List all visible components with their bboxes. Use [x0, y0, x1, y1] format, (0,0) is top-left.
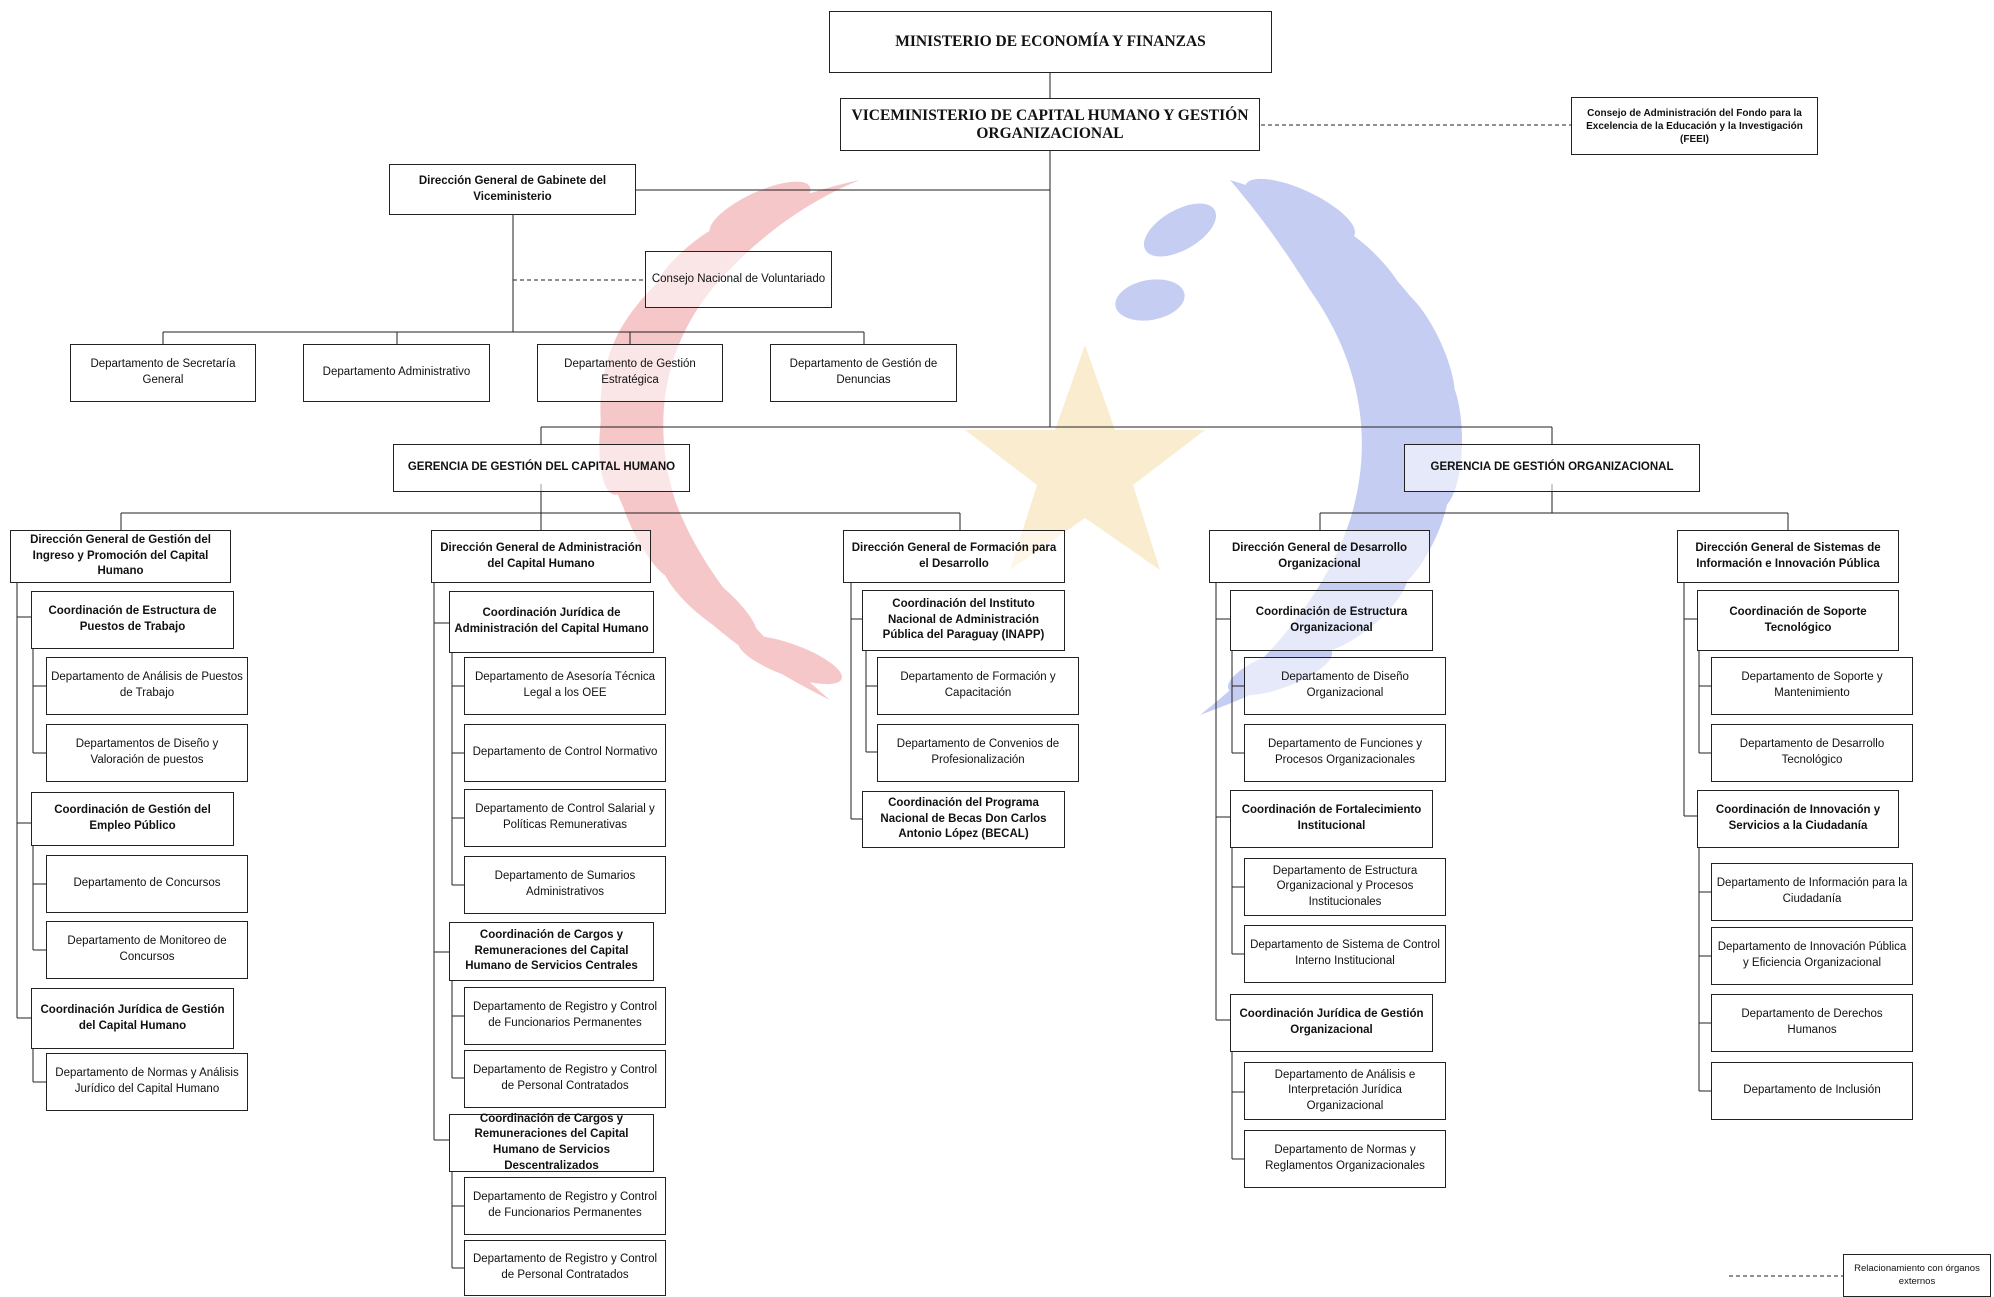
node-coord-soporte-tecnologico: Coordinación de Soporte Tecnológico [1697, 590, 1899, 651]
node-depto-registro-funcionarios-descentralizados: Departamento de Registro y Control de Fu… [464, 1177, 666, 1235]
node-depto-monitoreo-concursos: Departamento de Monitoreo de Concursos [46, 921, 248, 979]
node-depto-estructura-procesos-institucionales: Departamento de Estructura Organizaciona… [1244, 858, 1446, 916]
node-coord-estructura-puestos: Coordinación de Estructura de Puestos de… [31, 591, 234, 649]
node-depto-registro-contratados-descentralizados: Departamento de Registro y Control de Pe… [464, 1240, 666, 1296]
node-depto-sumarios: Departamento de Sumarios Administrativos [464, 856, 666, 914]
node-depto-denuncias: Departamento de Gestión de Denuncias [770, 344, 957, 402]
node-depto-gestion-estrategica: Departamento de Gestión Estratégica [537, 344, 723, 402]
node-coord-juridica-administracion: Coordinación Jurídica de Administración … [449, 591, 654, 653]
node-coord-juridica-capital-humano: Coordinación Jurídica de Gestión del Cap… [31, 988, 234, 1049]
node-dg-administracion-capital-humano: Dirección General de Administración del … [431, 530, 651, 583]
node-coord-fortalecimiento-institucional: Coordinación de Fortalecimiento Instituc… [1230, 790, 1433, 848]
node-coord-empleo-publico: Coordinación de Gestión del Empleo Públi… [31, 792, 234, 846]
node-depto-registro-funcionarios-centrales: Departamento de Registro y Control de Fu… [464, 987, 666, 1045]
node-depto-derechos-humanos: Departamento de Derechos Humanos [1711, 994, 1913, 1052]
node-depto-control-interno: Departamento de Sistema de Control Inter… [1244, 925, 1446, 983]
node-depto-desarrollo-tecnologico: Departamento de Desarrollo Tecnológico [1711, 724, 1913, 782]
node-depto-soporte-mantenimiento: Departamento de Soporte y Mantenimiento [1711, 657, 1913, 715]
node-depto-control-normativo: Departamento de Control Normativo [464, 724, 666, 782]
node-coord-becal: Coordinación del Programa Nacional de Be… [862, 791, 1065, 848]
node-depto-diseno-valoracion: Departamentos de Diseño y Valoración de … [46, 724, 248, 782]
node-viceministerio: VICEMINISTERIO DE CAPITAL HUMANO Y GESTI… [840, 98, 1260, 151]
legend-external-relations: Relacionamiento con órganos externos [1843, 1254, 1991, 1297]
node-depto-diseno-organizacional: Departamento de Diseño Organizacional [1244, 657, 1446, 715]
node-dg-ingreso-promocion: Dirección General de Gestión del Ingreso… [10, 530, 231, 583]
node-depto-concursos: Departamento de Concursos [46, 855, 248, 913]
node-depto-innovacion-publica: Departamento de Innovación Pública y Efi… [1711, 927, 1913, 985]
node-direccion-gabinete: Dirección General de Gabinete del Vicemi… [389, 164, 636, 215]
node-depto-normas-reglamentos: Departamento de Normas y Reglamentos Org… [1244, 1130, 1446, 1188]
node-coord-innovacion-ciudadania: Coordinación de Innovación y Servicios a… [1697, 790, 1899, 848]
watermark-star [965, 345, 1205, 570]
node-depto-control-salarial: Departamento de Control Salarial y Polít… [464, 789, 666, 847]
node-coord-juridica-organizacional: Coordinación Jurídica de Gestión Organiz… [1230, 994, 1433, 1052]
node-gerencia-capital-humano: GERENCIA DE GESTIÓN DEL CAPITAL HUMANO [393, 444, 690, 492]
node-depto-secretaria: Departamento de Secretaría General [70, 344, 256, 402]
node-coord-estructura-organizacional: Coordinación de Estructura Organizaciona… [1230, 590, 1433, 651]
node-depto-informacion-ciudadania: Departamento de Información para la Ciud… [1711, 863, 1913, 921]
node-depto-registro-contratados-centrales: Departamento de Registro y Control de Pe… [464, 1050, 666, 1108]
node-dg-sistemas-innovacion: Dirección General de Sistemas de Informa… [1677, 530, 1899, 583]
node-consejo-voluntariado: Consejo Nacional de Voluntariado [645, 251, 832, 308]
node-depto-asesoria-tecnica: Departamento de Asesoría Técnica Legal a… [464, 657, 666, 715]
node-consejo-feei: Consejo de Administración del Fondo para… [1571, 97, 1818, 155]
node-coord-inapp: Coordinación del Instituto Nacional de A… [862, 590, 1065, 651]
node-coord-cargos-centrales: Coordinación de Cargos y Remuneraciones … [449, 922, 654, 981]
node-depto-administrativo: Departamento Administrativo [303, 344, 490, 402]
node-depto-analisis-puestos: Departamento de Análisis de Puestos de T… [46, 657, 248, 715]
node-depto-analisis-interpretacion: Departamento de Análisis e Interpretació… [1244, 1062, 1446, 1120]
node-depto-inclusion: Departamento de Inclusión [1711, 1062, 1913, 1120]
node-dg-desarrollo-organizacional: Dirección General de Desarrollo Organiza… [1209, 530, 1430, 583]
node-gerencia-organizacional: GERENCIA DE GESTIÓN ORGANIZACIONAL [1404, 444, 1700, 492]
node-depto-convenios-profesionalizacion: Departamento de Convenios de Profesional… [877, 724, 1079, 782]
node-coord-cargos-descentralizados: Coordinación de Cargos y Remuneraciones … [449, 1113, 654, 1172]
node-dg-formacion-desarrollo: Dirección General de Formación para el D… [843, 530, 1065, 583]
node-depto-normas-analisis: Departamento de Normas y Análisis Jurídi… [46, 1053, 248, 1111]
node-ministerio: MINISTERIO DE ECONOMÍA Y FINANZAS [829, 11, 1272, 73]
node-depto-funciones-procesos: Departamento de Funciones y Procesos Org… [1244, 724, 1446, 782]
node-depto-formacion-capacitacion: Departamento de Formación y Capacitación [877, 657, 1079, 715]
